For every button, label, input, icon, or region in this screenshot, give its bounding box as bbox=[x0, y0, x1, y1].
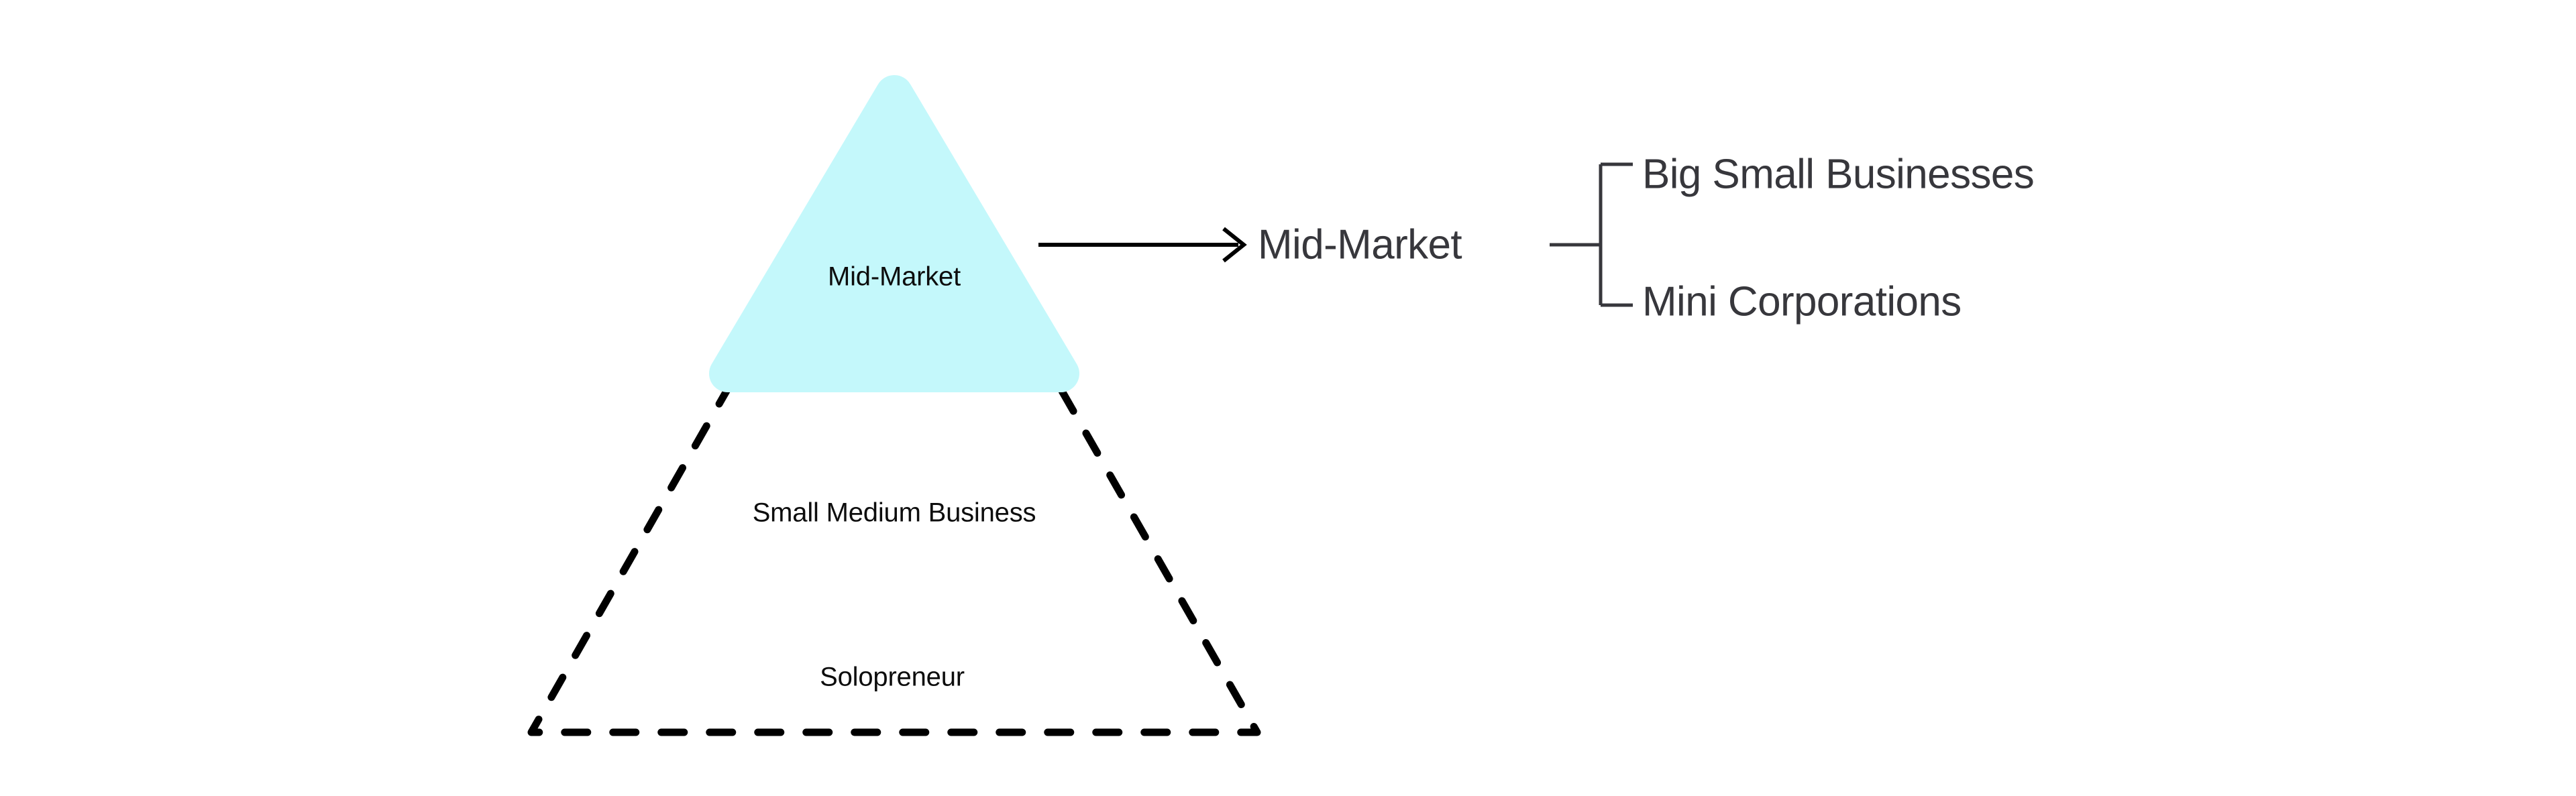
callout-branch-mini-corporations: Mini Corporations bbox=[1642, 278, 1962, 325]
pyramid-tier-mid-market-shape[interactable] bbox=[709, 75, 1079, 392]
connector-arrow bbox=[1038, 227, 1247, 263]
pyramid-tier-label-small-medium-business: Small Medium Business bbox=[752, 498, 1036, 528]
callout-branch-big-small-businesses: Big Small Businesses bbox=[1642, 151, 2035, 198]
pyramid-tier-label-solopreneur: Solopreneur bbox=[820, 662, 965, 692]
callout-title-mid-market: Mid-Market bbox=[1258, 221, 1462, 268]
pyramid-tier-label-mid-market: Mid-Market bbox=[827, 262, 961, 292]
connector-arrow-head bbox=[1222, 227, 1247, 263]
callout-bracket bbox=[1550, 162, 1633, 307]
